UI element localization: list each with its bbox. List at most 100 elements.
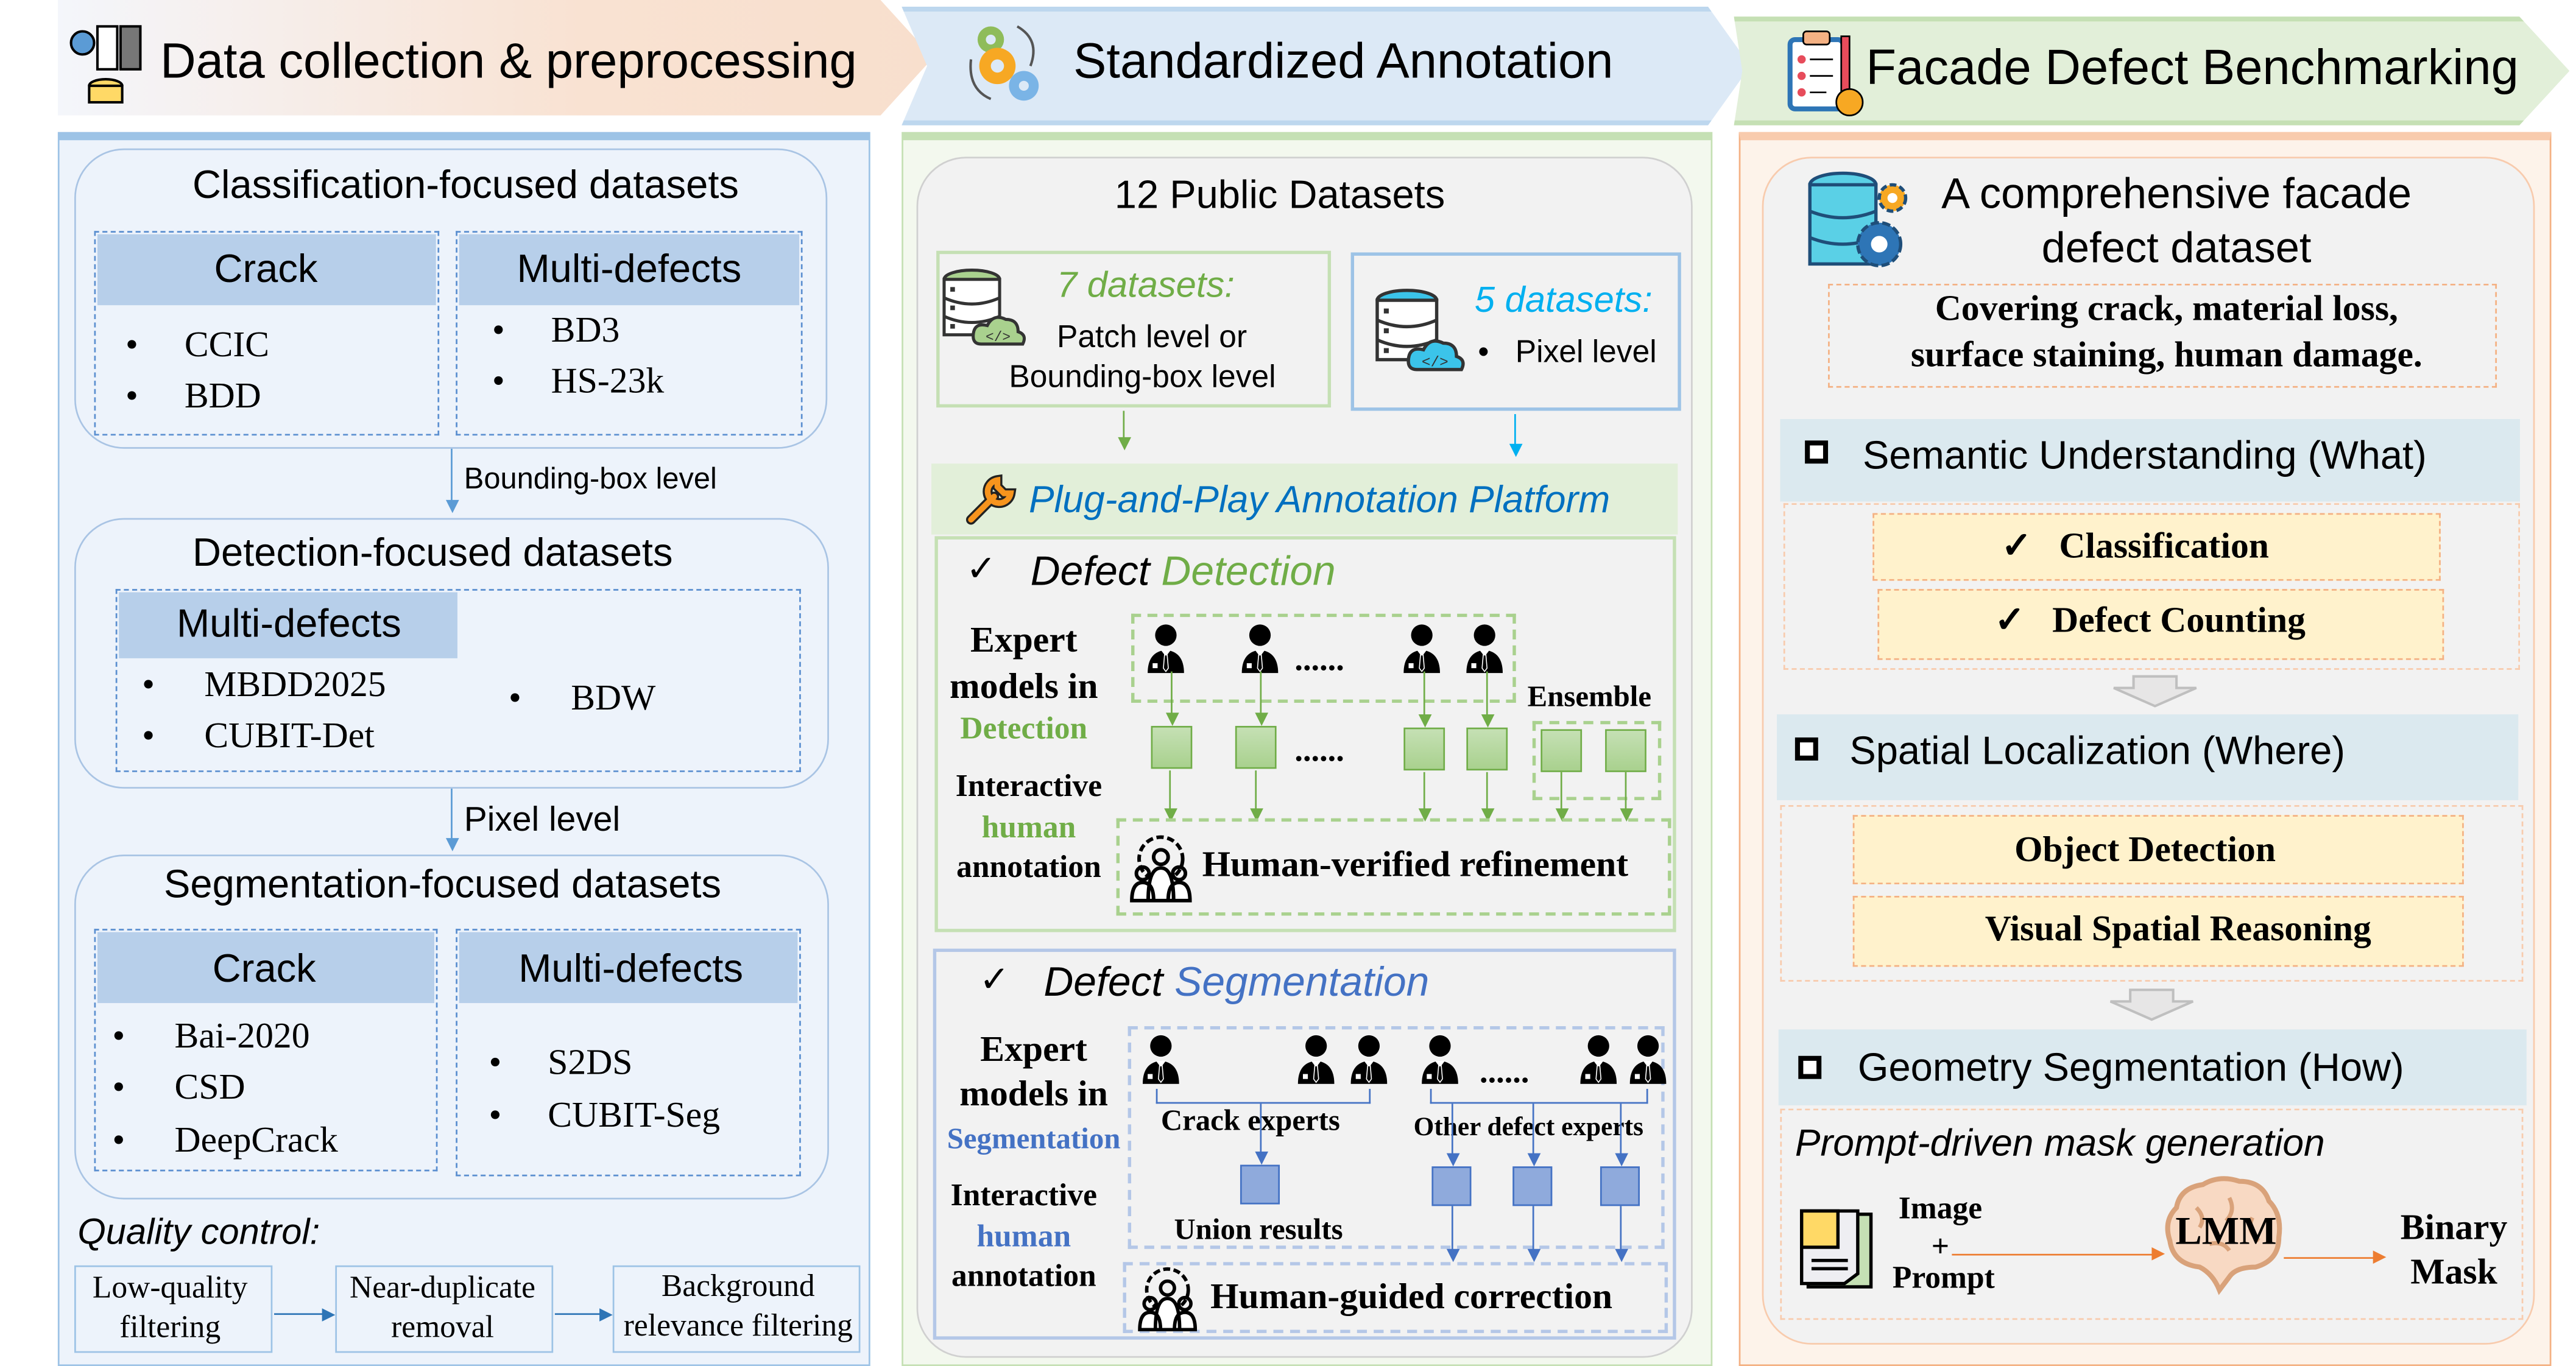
arrow-head bbox=[1445, 1248, 1459, 1262]
detection-group bbox=[74, 518, 829, 789]
arrow-head bbox=[599, 1307, 613, 1321]
ensemble-box bbox=[1532, 720, 1662, 800]
dataset-name: CSD bbox=[174, 1066, 245, 1107]
task-label: ✓ Defect Counting bbox=[1994, 599, 2306, 641]
flow-arrow bbox=[554, 1313, 601, 1315]
flow-arrow bbox=[1560, 772, 1562, 811]
dataset-name: HS-23k bbox=[551, 359, 665, 401]
segmentation-group bbox=[74, 854, 829, 1200]
arrow-head bbox=[1614, 1248, 1628, 1262]
crack-header bbox=[97, 234, 436, 306]
side-label: Expert bbox=[970, 618, 1078, 660]
quality-step bbox=[74, 1265, 273, 1353]
header-benchmarking bbox=[1734, 16, 2570, 125]
arrow-head bbox=[1526, 1248, 1540, 1262]
header-title: Standardized Annotation bbox=[1073, 34, 1614, 90]
arrow-head bbox=[445, 499, 459, 513]
dataset-level: Pixel level bbox=[1515, 336, 1657, 371]
arrow-head bbox=[1417, 714, 1431, 728]
group-title: Classification-focused datasets bbox=[192, 163, 739, 208]
dataset-count: 7 datasets: bbox=[1057, 264, 1235, 306]
model-output bbox=[1431, 1166, 1472, 1206]
union-label: Union results bbox=[1174, 1213, 1343, 1246]
database-code-icon bbox=[1371, 284, 1470, 383]
step-line: Near-duplicate bbox=[350, 1271, 536, 1306]
square-bullet-icon bbox=[1805, 440, 1829, 464]
title-part: Detection bbox=[1161, 548, 1336, 595]
expert-models-box bbox=[1127, 1026, 1665, 1249]
output-label: Mask bbox=[2410, 1250, 2497, 1292]
refinement-box bbox=[1116, 818, 1671, 916]
category-label: Crack bbox=[212, 946, 316, 992]
flow-arrow bbox=[1486, 671, 1488, 716]
flow-arrow bbox=[451, 448, 453, 502]
flow-arrow bbox=[1532, 1206, 1534, 1251]
title-part: Defect bbox=[1030, 548, 1150, 595]
ensemble-label: Ensemble bbox=[1527, 680, 1652, 713]
task-category-title: Geometry Segmentation (How) bbox=[1857, 1046, 2404, 1091]
multi-defects-header bbox=[119, 592, 457, 658]
dataset-title: A comprehensive facade bbox=[1941, 168, 2412, 218]
category-label: Multi-defects bbox=[517, 247, 742, 292]
flow-arrow bbox=[2284, 1257, 2375, 1259]
task-category-title: Semantic Understanding (What) bbox=[1863, 434, 2427, 479]
title-part: Segmentation bbox=[1174, 959, 1430, 1006]
ellipsis: ...... bbox=[1294, 641, 1344, 678]
arrow-head bbox=[322, 1307, 336, 1321]
person-icon bbox=[1146, 624, 1185, 673]
person-icon bbox=[1579, 1035, 1618, 1084]
arrow-head bbox=[1163, 808, 1177, 822]
crack-header bbox=[97, 932, 434, 1004]
person-icon bbox=[1628, 1035, 1668, 1084]
geometry-band bbox=[1778, 1029, 2527, 1106]
flow-arrow bbox=[1532, 1104, 1534, 1155]
arrow-head bbox=[1480, 714, 1494, 728]
task-label: Visual Spatial Reasoning bbox=[1985, 907, 2371, 949]
arrow-head bbox=[2151, 1247, 2165, 1261]
dataset-name: DeepCrack bbox=[174, 1118, 338, 1160]
task-label: Object Detection bbox=[2014, 828, 2276, 870]
flow-arrow bbox=[1952, 1253, 2154, 1256]
bullet-item: •MBDD2025 bbox=[142, 663, 386, 705]
header-title: Data collection & preprocessing bbox=[160, 34, 857, 90]
input-plus: + bbox=[1931, 1230, 1950, 1265]
category-label: Crack bbox=[214, 247, 318, 292]
quality-step bbox=[335, 1265, 554, 1353]
semantic-tasks bbox=[1783, 503, 2520, 670]
step-line: Low-quality bbox=[92, 1271, 248, 1306]
side-label: human bbox=[981, 811, 1076, 846]
semantic-band bbox=[1780, 419, 2520, 502]
other-experts-bracket bbox=[1430, 1088, 1648, 1104]
person-icon bbox=[1465, 624, 1505, 673]
group-title: Segmentation-focused datasets bbox=[164, 862, 722, 907]
multi-defects-box bbox=[456, 929, 801, 1177]
bullet-item: •CCIC bbox=[125, 323, 270, 365]
dataset-name: BDD bbox=[184, 374, 261, 416]
side-label: Interactive bbox=[950, 1178, 1097, 1214]
person-icon bbox=[1141, 1035, 1180, 1084]
correction-box bbox=[1123, 1262, 1668, 1333]
flow-arrow bbox=[1423, 772, 1425, 811]
model-output bbox=[1403, 727, 1445, 771]
model-output bbox=[1235, 725, 1277, 769]
task-label: ✓ Classification bbox=[2001, 524, 2269, 566]
title-part: Defect bbox=[1043, 959, 1163, 1006]
flow-arrow bbox=[1123, 410, 1125, 439]
arrow-head bbox=[1508, 443, 1522, 457]
dataset-title: defect dataset bbox=[2041, 222, 2312, 272]
side-label: Expert bbox=[980, 1027, 1087, 1069]
correction-label: Human-guided correction bbox=[1210, 1275, 1613, 1317]
dataset-name: BD3 bbox=[551, 308, 620, 350]
defect-detection-box bbox=[934, 536, 1676, 932]
arrow-head bbox=[1165, 713, 1179, 726]
task-object-detection bbox=[1852, 815, 2464, 885]
bullet-item: •Bai-2020 bbox=[112, 1015, 310, 1056]
detection-title: Defect Detection bbox=[1030, 548, 1336, 595]
step-line: removal bbox=[391, 1311, 494, 1346]
model-output bbox=[1151, 725, 1193, 769]
dataset-level: Patch level or bbox=[1057, 320, 1247, 356]
arrow-head bbox=[1254, 1151, 1268, 1165]
platform-band bbox=[931, 463, 1678, 535]
input-label: Image bbox=[1898, 1192, 1983, 1227]
